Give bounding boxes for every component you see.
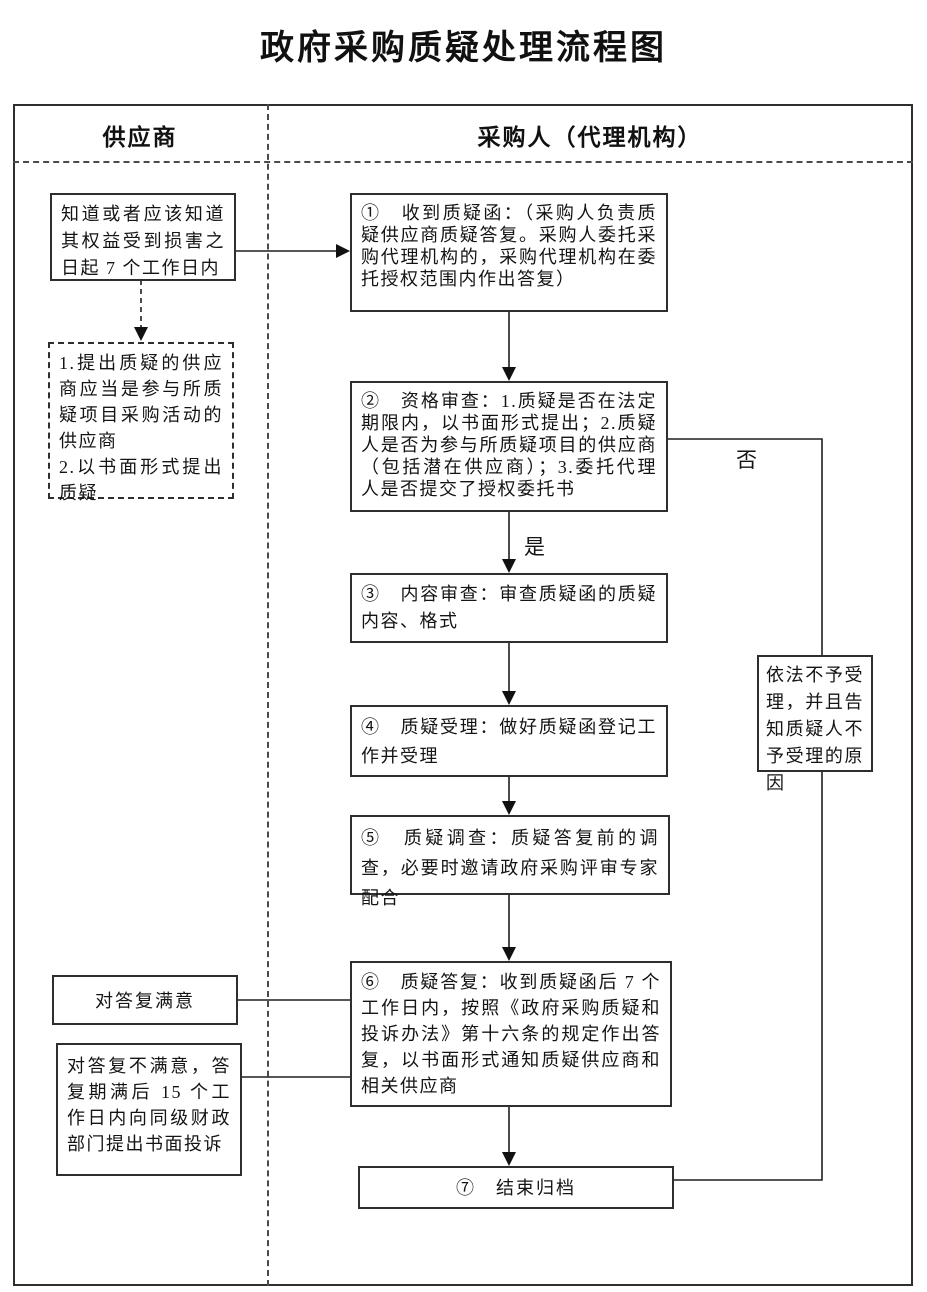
requirement-item-2: 2.以书面形式提出质疑 [59, 457, 223, 503]
lane-divider [267, 104, 269, 1286]
step3-box: ③ 内容审查：审查质疑函的质疑内容、格式 [350, 573, 668, 643]
reject-box: 依法不予受理，并且告知质疑人不予受理的原因 [757, 655, 873, 793]
requirements-note-box: 1.提出质疑的供应商应当是参与所质疑项目采购活动的供应商 2.以书面形式提出质疑 [48, 342, 234, 503]
step1-box: ① 收到质疑函：（采购人负责质疑供应商质疑答复。采购人委托采购代理机构的，采购代… [350, 193, 668, 312]
requirement-item-1: 1.提出质疑的供应商应当是参与所质疑项目采购活动的供应商 [59, 353, 223, 451]
step6-box: ⑥ 质疑答复：收到质疑函后 7 个工作日内，按照《政府采购质疑和投诉办法》第十六… [350, 961, 672, 1107]
step7-box: ⑦ 结束归档 [358, 1166, 674, 1209]
no-label: 否 [736, 448, 758, 472]
lane-header-supplier: 供应商 [102, 125, 178, 150]
header-separator [13, 161, 913, 163]
deadline-box: 知道或者应该知道其权益受到损害之日起 7 个工作日内 [50, 193, 236, 281]
step5-box: ⑤ 质疑调查：质疑答复前的调查，必要时邀请政府采购评审专家配合 [350, 815, 670, 908]
satisfied-box: 对答复满意 [52, 975, 238, 1025]
lane-header-purchaser: 采购人（代理机构） [477, 125, 703, 150]
unsatisfied-box: 对答复不满意，答复期满后 15 个工作日内向同级财政部门提出书面投诉 [56, 1043, 242, 1176]
step2-box: ② 资格审查：1.质疑是否在法定期限内，以书面形式提出；2.质疑人是否为参与所质… [350, 381, 668, 512]
yes-label: 是 [524, 535, 546, 559]
flow-frame [13, 104, 913, 1286]
page-title: 政府采购质疑处理流程图 [260, 30, 667, 67]
step4-box: ④ 质疑受理：做好质疑函登记工作并受理 [350, 705, 668, 777]
